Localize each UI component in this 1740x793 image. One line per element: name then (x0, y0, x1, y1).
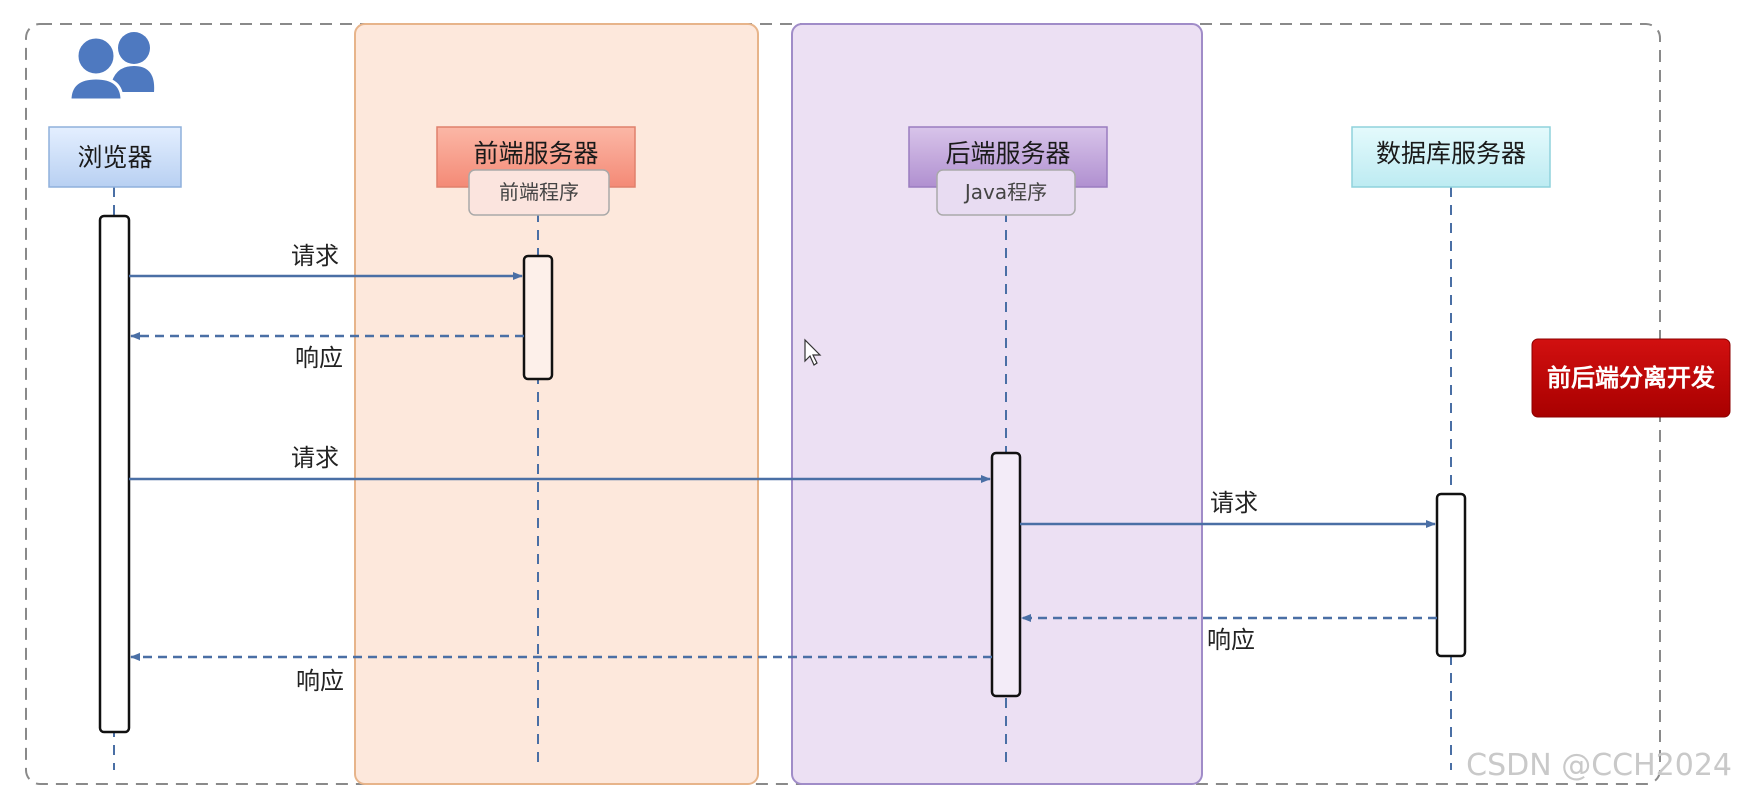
label-request-backend: 请求 (291, 444, 339, 472)
participant-database-label: 数据库服务器 (1376, 139, 1526, 168)
activation-browser (98, 214, 131, 734)
mouse-cursor-icon (804, 338, 822, 366)
participant-backend-label: 后端服务器 (945, 139, 1070, 168)
activation-backend (990, 451, 1022, 698)
backend-zone (791, 23, 1203, 785)
users-icon (68, 32, 155, 102)
frontend-program-box (468, 169, 610, 216)
frontend-zone (354, 23, 759, 785)
participant-browser-label: 浏览器 (77, 143, 152, 172)
frontend-program-label: 前端程序 (499, 180, 579, 204)
participant-browser: 浏览器 (48, 126, 182, 188)
participant-database: 数据库服务器 (1351, 126, 1551, 188)
activation-database (1435, 492, 1467, 658)
activation-frontend (522, 254, 554, 381)
participant-frontend-label: 前端服务器 (473, 139, 598, 168)
label-response-backend: 响应 (296, 667, 344, 695)
label-request-frontend: 请求 (291, 242, 339, 270)
label-request-database: 请求 (1210, 489, 1258, 517)
separation-tag-label: 前后端分离开发 (1547, 364, 1715, 392)
label-response-database: 响应 (1207, 626, 1255, 654)
backend-program-label: Java程序 (963, 180, 1047, 204)
watermark: CSDN @CCH2024 (1466, 748, 1732, 783)
participant-frontend: 前端服务器 前端程序 (436, 126, 636, 216)
participant-backend: 后端服务器 Java程序 (908, 126, 1108, 216)
backend-program-box (936, 169, 1076, 216)
label-response-frontend: 响应 (295, 344, 343, 372)
separation-tag: 前后端分离开发 (1531, 338, 1731, 418)
